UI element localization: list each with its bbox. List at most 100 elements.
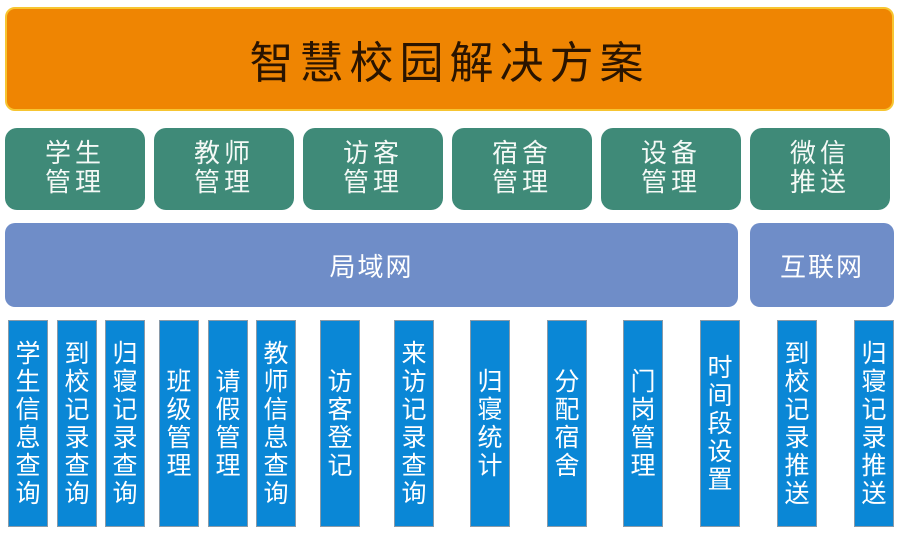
module-label: 教师 (193, 139, 254, 169)
function-char: 时 (707, 352, 733, 382)
function-bar: 来访记录查询 (394, 320, 434, 527)
function-char: 寝 (477, 394, 503, 424)
function-char: 统 (477, 422, 503, 452)
function-bar: 归寝统计 (470, 320, 510, 527)
function-bar: 访客登记 (320, 320, 360, 527)
function-char: 息 (15, 422, 41, 452)
function-char: 生 (15, 366, 41, 396)
function-char: 录 (861, 422, 887, 452)
function-char: 信 (263, 394, 289, 424)
function-bar: 时间段设置 (700, 320, 740, 527)
function-char: 理 (215, 450, 241, 480)
function-char: 送 (861, 478, 887, 508)
function-char: 访 (327, 366, 353, 396)
function-char: 录 (401, 422, 427, 452)
function-bar: 归寝记录推送 (854, 320, 894, 527)
function-char: 送 (784, 478, 810, 508)
internet-layer: 互联网 (750, 223, 894, 307)
function-char: 归 (112, 338, 138, 368)
function-char: 记 (401, 394, 427, 424)
module-wechat-push: 微信 推送 (750, 128, 890, 210)
function-char: 查 (112, 450, 138, 480)
function-char: 学 (15, 338, 41, 368)
module-label: 访客 (342, 139, 403, 169)
function-char: 段 (707, 408, 733, 438)
function-char: 校 (64, 366, 90, 396)
lan-layer: 局域网 (5, 223, 738, 307)
function-char: 管 (166, 422, 192, 452)
function-char: 记 (327, 450, 353, 480)
function-bar: 门岗管理 (623, 320, 663, 527)
function-char: 推 (784, 450, 810, 480)
function-char: 录 (784, 422, 810, 452)
function-bar: 到校记录推送 (777, 320, 817, 527)
function-char: 录 (64, 422, 90, 452)
function-char: 息 (263, 422, 289, 452)
function-char: 计 (477, 450, 503, 480)
internet-label: 互联网 (779, 252, 864, 283)
module-label: 设备 (640, 139, 701, 169)
function-char: 分 (554, 366, 580, 396)
function-char: 询 (263, 478, 289, 508)
module-label: 管理 (193, 168, 254, 198)
module-teacher-management: 教师 管理 (154, 128, 294, 210)
function-char: 查 (64, 450, 90, 480)
function-char: 宿 (554, 422, 580, 452)
function-char: 理 (166, 450, 192, 480)
function-char: 查 (401, 450, 427, 480)
function-char: 登 (327, 422, 353, 452)
diagram-title: 智慧校园解决方案 (249, 38, 650, 89)
function-bar: 教师信息查询 (256, 320, 296, 527)
function-char: 班 (166, 366, 192, 396)
module-label: 管理 (640, 168, 701, 198)
module-visitor-management: 访客 管理 (303, 128, 443, 210)
function-char: 寝 (861, 366, 887, 396)
function-char: 请 (215, 366, 241, 396)
function-char: 查 (263, 450, 289, 480)
function-char: 记 (64, 394, 90, 424)
module-label: 管理 (44, 168, 105, 198)
function-bar: 到校记录查询 (57, 320, 97, 527)
function-char: 记 (861, 394, 887, 424)
function-bar: 请假管理 (208, 320, 248, 527)
module-student-management: 学生 管理 (5, 128, 145, 210)
function-char: 设 (707, 436, 733, 466)
function-char: 级 (166, 394, 192, 424)
function-char: 查 (15, 450, 41, 480)
function-char: 到 (64, 338, 90, 368)
function-char: 询 (64, 478, 90, 508)
function-char: 记 (112, 394, 138, 424)
function-bar: 归寝记录查询 (105, 320, 145, 527)
title-banner: 智慧校园解决方案 (5, 7, 894, 111)
module-label: 宿舍 (491, 139, 552, 169)
function-char: 师 (263, 366, 289, 396)
function-bar: 班级管理 (159, 320, 199, 527)
module-label: 管理 (342, 168, 403, 198)
function-char: 间 (707, 380, 733, 410)
module-dormitory-management: 宿舍 管理 (452, 128, 592, 210)
function-char: 岗 (630, 394, 656, 424)
function-char: 到 (784, 338, 810, 368)
function-char: 来 (401, 338, 427, 368)
function-bar: 分配宿舍 (547, 320, 587, 527)
function-char: 假 (215, 394, 241, 424)
function-char: 询 (15, 478, 41, 508)
function-char: 询 (401, 478, 427, 508)
function-char: 推 (861, 450, 887, 480)
module-label: 管理 (491, 168, 552, 198)
lan-label: 局域网 (329, 252, 414, 283)
module-label: 微信 (789, 139, 850, 169)
function-char: 舍 (554, 450, 580, 480)
function-char: 记 (784, 394, 810, 424)
function-char: 管 (630, 422, 656, 452)
module-device-management: 设备 管理 (601, 128, 741, 210)
function-char: 访 (401, 366, 427, 396)
function-char: 置 (707, 464, 733, 494)
function-char: 校 (784, 366, 810, 396)
function-char: 询 (112, 478, 138, 508)
function-char: 教 (263, 338, 289, 368)
function-char: 录 (112, 422, 138, 452)
function-char: 配 (554, 394, 580, 424)
function-char: 归 (477, 366, 503, 396)
module-label: 学生 (44, 139, 105, 169)
